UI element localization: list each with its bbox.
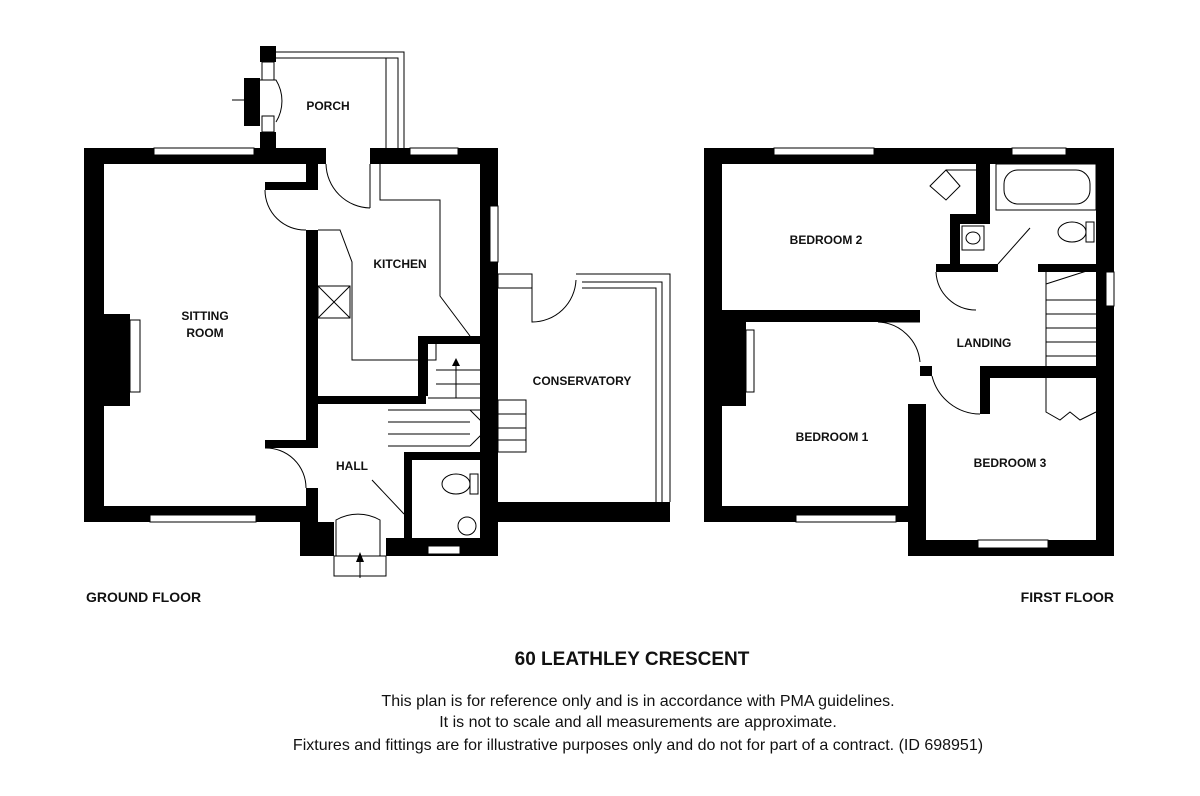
ground-stairs: [388, 344, 527, 453]
disclaimer-line-2: It is not to scale and all measurements …: [439, 714, 837, 731]
conservatory-walls: [497, 273, 671, 522]
bedroom2-window: [773, 147, 875, 156]
ground-floor-plan: PORCH KITCHEN SITTING ROOM CONSERVATORY …: [84, 46, 671, 578]
sitting-room-window-top: [153, 147, 255, 156]
first-floor-plan: BEDROOM 2 LANDING BEDROOM 1 BEDROOM 3: [704, 147, 1115, 556]
first-floor-label: FIRST FLOOR: [1021, 589, 1114, 605]
kitchen-label: KITCHEN: [373, 257, 426, 271]
sitting-room-label-line2: ROOM: [186, 326, 223, 340]
first-floor-walls: [704, 148, 1114, 556]
property-title: 60 LEATHLEY CRESCENT: [515, 649, 750, 670]
sitting-room-window-bottom: [149, 514, 257, 523]
disclaimer-line-1: This plan is for reference only and is i…: [381, 693, 894, 710]
bedroom2-label: BEDROOM 2: [790, 233, 863, 247]
porch-walls: [232, 46, 405, 148]
bedroom3-window: [977, 539, 1049, 549]
hall-label: HALL: [336, 459, 368, 473]
bedroom1-window: [795, 514, 897, 523]
sitting-room-label-line1: SITTING: [181, 309, 228, 323]
landing-window: [1105, 271, 1115, 307]
disclaimer-line-3: Fixtures and fittings are for illustrati…: [293, 737, 983, 754]
kitchen-window-side: [489, 205, 499, 263]
hall-walls: [300, 452, 498, 578]
conservatory-label: CONSERVATORY: [533, 374, 632, 388]
bedroom3-label: BEDROOM 3: [974, 456, 1047, 470]
kitchen-window-top: [409, 147, 459, 156]
wc-window: [427, 545, 461, 555]
sitting-room-walls: [84, 148, 325, 522]
bathroom-window: [1011, 147, 1067, 156]
landing-label: LANDING: [957, 336, 1012, 350]
ground-floor-label: GROUND FLOOR: [86, 589, 201, 605]
sitting-kitchen-partition: [264, 164, 318, 522]
porch-label: PORCH: [306, 99, 349, 113]
bedroom1-label: BEDROOM 1: [796, 430, 869, 444]
kitchen-walls: [317, 148, 498, 494]
